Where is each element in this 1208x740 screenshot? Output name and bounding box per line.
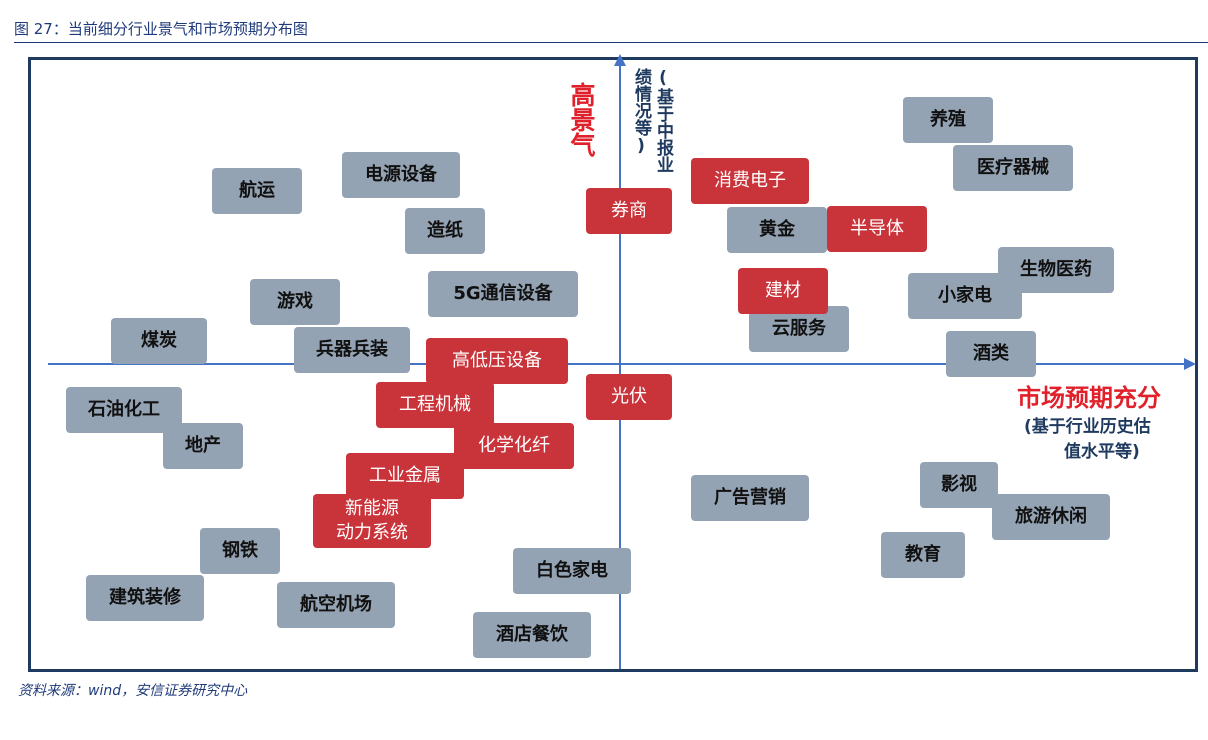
tag-xiaofei: 消费电子 — [691, 158, 809, 204]
tag-guangfu: 光伏 — [586, 374, 672, 420]
tag-jiancai: 建材 — [738, 268, 828, 314]
figure-title: 图 27：当前细分行业景气和市场预期分布图 — [14, 20, 308, 38]
tag-gaodiya: 高低压设备 — [426, 338, 568, 384]
y-axis-note: (基于中报业绩情况等) — [631, 68, 673, 173]
tag-shengwu: 生物医药 — [998, 247, 1114, 293]
x-axis-note-line1: (基于行业历史估 — [1024, 417, 1151, 437]
tag-hangyun: 航运 — [212, 168, 302, 214]
tag-jiulei: 酒类 — [946, 331, 1036, 377]
tag-yiliao: 医疗器械 — [953, 145, 1073, 191]
tag-jianzhu: 建筑装修 — [86, 575, 204, 621]
tag-shiyou: 石油化工 — [66, 387, 182, 433]
x-axis-note-line2: 值水平等) — [1064, 442, 1140, 462]
tag-dichan: 地产 — [163, 423, 243, 469]
chart-frame — [28, 57, 1198, 672]
tag-yangzhi: 养殖 — [903, 97, 993, 143]
x-axis-label: 市场预期充分 — [1017, 384, 1161, 412]
tag-gongcheng: 工程机械 — [376, 382, 494, 428]
vertical-axis-arrow-icon — [614, 54, 626, 66]
horizontal-axis-arrow-icon — [1184, 358, 1196, 370]
tag-huaxue: 化学化纤 — [454, 423, 574, 469]
tag-youxi: 游戏 — [250, 279, 340, 325]
tag-bandaoti: 半导体 — [827, 206, 927, 252]
tag-quanshang: 券商 — [586, 188, 672, 234]
tag-dianyuan: 电源设备 — [342, 152, 460, 198]
tag-bingqi: 兵器兵装 — [294, 327, 410, 373]
tag-gangtie: 钢铁 — [200, 528, 280, 574]
tag-xinnengyuan: 新能源 动力系统 — [313, 494, 431, 548]
tag-jiaoyu: 教育 — [881, 532, 965, 578]
vertical-axis — [619, 64, 621, 669]
tag-lvyou: 旅游休闲 — [992, 494, 1110, 540]
tag-baise: 白色家电 — [513, 548, 631, 594]
tag-jiudian: 酒店餐饮 — [473, 612, 591, 658]
source-note: 资料来源：wind，安信证券研究中心 — [18, 683, 248, 699]
y-axis-label: 高景气 — [567, 82, 596, 157]
tag-hangkong: 航空机场 — [277, 582, 395, 628]
tag-guanggao: 广告营销 — [691, 475, 809, 521]
tag-zaozhi: 造纸 — [405, 208, 485, 254]
tag-tongxin: 5G通信设备 — [428, 271, 578, 317]
tag-gongye: 工业金属 — [346, 453, 464, 499]
horizontal-axis — [48, 363, 1186, 365]
tag-meitan: 煤炭 — [111, 318, 207, 364]
title-rule — [14, 42, 1208, 43]
tag-huangjin: 黄金 — [727, 207, 827, 253]
tag-yingshi: 影视 — [920, 462, 998, 508]
